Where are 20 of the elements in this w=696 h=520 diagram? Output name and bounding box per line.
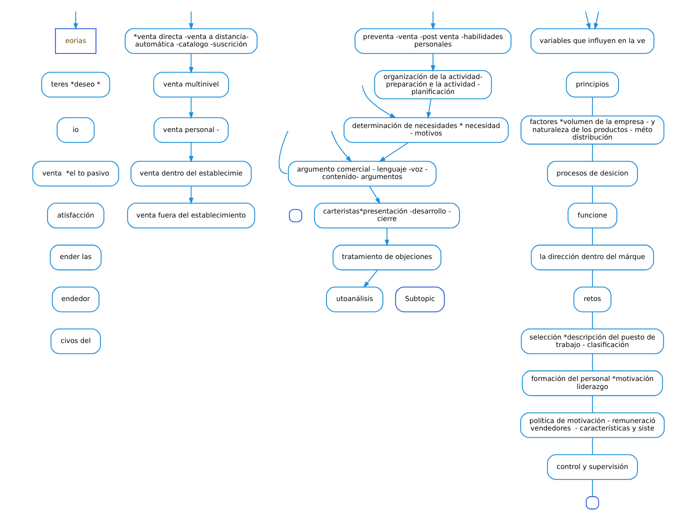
arrow [330, 130, 352, 162]
arrow [430, 53, 435, 72]
arrow [188, 53, 193, 74]
arrow [378, 142, 408, 162]
node-box [288, 208, 302, 222]
arrow [361, 85, 396, 118]
arrow [584, 11, 590, 30]
arrow [368, 186, 380, 204]
arrow [72, 11, 78, 30]
arrow [188, 11, 193, 30]
arrow [188, 142, 193, 163]
node-box [585, 496, 599, 510]
arrow [593, 11, 599, 30]
arrow [430, 11, 435, 30]
arrow [384, 228, 389, 246]
arrow [362, 269, 378, 288]
connector [278, 130, 288, 174]
arrow [188, 96, 193, 119]
arrow [188, 186, 193, 204]
arrow [426, 98, 431, 119]
